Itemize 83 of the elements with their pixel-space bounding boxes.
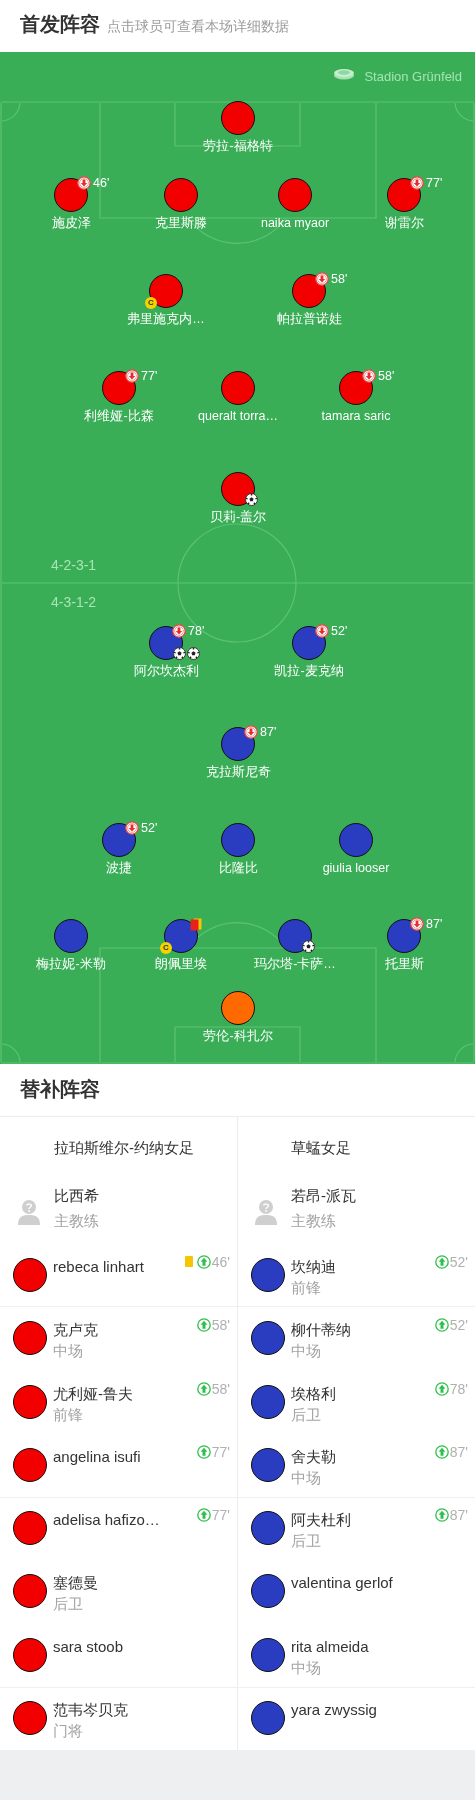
player-name: 克卢克 bbox=[53, 1320, 98, 1339]
stadium-name: Stadion Grünfeld bbox=[364, 69, 462, 85]
player-name: 施皮泽 bbox=[51, 215, 91, 231]
player-name: 阿夫杜利 bbox=[291, 1510, 351, 1529]
formation-label: 4-2-3-1 bbox=[51, 556, 97, 574]
substitution-time: 77' bbox=[211, 1506, 230, 1523]
substitution-time: 52' bbox=[141, 820, 158, 836]
player-name: 舍夫勒 bbox=[291, 1447, 336, 1466]
player-name: 柳什蒂纳 bbox=[291, 1320, 351, 1339]
player-name: sara stoob bbox=[53, 1637, 124, 1656]
substitution-time: 58' bbox=[211, 1316, 230, 1333]
coach-role: 主教练 bbox=[291, 1212, 336, 1230]
subtitle: 点击球员可查看本场详细数据 bbox=[107, 18, 289, 36]
substitution-time: 87' bbox=[426, 916, 443, 932]
player-name: 谢雷尔 bbox=[384, 215, 424, 231]
substitution-time: 58' bbox=[378, 368, 395, 384]
substitution-time: 52' bbox=[331, 623, 348, 639]
player-name: yara zwyssig bbox=[291, 1700, 377, 1719]
substitution-time: 87' bbox=[449, 1443, 468, 1460]
player-name: 玛尔塔-卡萨… bbox=[254, 956, 336, 972]
player-position: 中场 bbox=[291, 1341, 321, 1360]
coach-name: 若昂-派瓦 bbox=[291, 1187, 356, 1205]
player-name: queralt torra… bbox=[198, 408, 278, 424]
player-name: tamara saric bbox=[321, 408, 391, 424]
player-position: 中场 bbox=[53, 1341, 83, 1360]
player-name: 阿尔坎杰利 bbox=[133, 663, 199, 679]
player-name: angelina isufi bbox=[53, 1447, 141, 1466]
captain-badge: C bbox=[160, 942, 172, 954]
player-name: 波捷 bbox=[106, 860, 132, 876]
substitution-time: 87' bbox=[449, 1506, 468, 1523]
player-position: 门将 bbox=[53, 1721, 83, 1740]
player-position: 后卫 bbox=[291, 1405, 321, 1424]
player-name: 劳伦-科扎尔 bbox=[203, 1028, 273, 1044]
substitution-time: 78' bbox=[449, 1380, 468, 1397]
football-pitch bbox=[0, 52, 475, 1064]
substitution-time: 46' bbox=[93, 175, 110, 191]
player-name: 帕拉普诺娃 bbox=[276, 311, 342, 327]
substitution-time: 58' bbox=[211, 1380, 230, 1397]
player-name: 凯拉-麦克纳 bbox=[274, 663, 344, 679]
player-name: 范韦岑贝克 bbox=[53, 1700, 128, 1719]
substitution-time: 52' bbox=[449, 1316, 468, 1333]
team-name: 拉珀斯维尔-约纳女足 bbox=[54, 1139, 194, 1157]
substitution-time: 77' bbox=[211, 1443, 230, 1460]
player-name: 朗佩里埃 bbox=[155, 956, 207, 972]
substitution-time: 87' bbox=[260, 724, 277, 740]
player-name: 托里斯 bbox=[384, 956, 424, 972]
player-position: 后卫 bbox=[53, 1594, 83, 1613]
substitution-time: 78' bbox=[188, 623, 205, 639]
section-title: 替补阵容 bbox=[20, 1077, 100, 1102]
player-name: valentina gerlof bbox=[291, 1573, 393, 1592]
player-name: 梅拉妮-米勒 bbox=[36, 956, 106, 972]
player-name: rita almeida bbox=[291, 1637, 369, 1656]
player-name: rebeca linhart bbox=[53, 1257, 144, 1276]
section-title: 首发阵容 bbox=[20, 12, 100, 37]
player-position: 中场 bbox=[291, 1468, 321, 1487]
player-name: 弗里施克内… bbox=[127, 311, 205, 327]
player-name: 比隆比 bbox=[218, 860, 258, 876]
player-name: 尤利娅-鲁夫 bbox=[53, 1384, 133, 1403]
player-name: 贝莉-盖尔 bbox=[209, 509, 267, 525]
substitution-time: 77' bbox=[141, 368, 158, 384]
player-name: naika myaor bbox=[260, 215, 330, 231]
player-name: 坎纳迪 bbox=[291, 1257, 336, 1276]
player-name: 利维娅-比森 bbox=[84, 408, 154, 424]
substitution-time: 77' bbox=[426, 175, 443, 191]
coach-role: 主教练 bbox=[54, 1212, 99, 1230]
player-name: 劳拉-福格特 bbox=[203, 138, 273, 154]
player-name: 塞德曼 bbox=[53, 1573, 98, 1592]
substitution-time: 52' bbox=[449, 1253, 468, 1270]
player-position: 前锋 bbox=[291, 1278, 321, 1297]
player-name: 埃格利 bbox=[291, 1384, 336, 1403]
captain-badge: C bbox=[145, 297, 157, 309]
player-name: adelisa hafizo… bbox=[53, 1510, 160, 1529]
substitution-time: 58' bbox=[331, 271, 348, 287]
player-position: 前锋 bbox=[53, 1405, 83, 1424]
player-position: 中场 bbox=[291, 1658, 321, 1677]
substitution-time: 46' bbox=[211, 1253, 230, 1270]
coach-name: 比西希 bbox=[54, 1187, 99, 1205]
player-name: 克里斯滕 bbox=[155, 215, 207, 231]
team-name: 草蜢女足 bbox=[291, 1139, 351, 1157]
player-name: 克拉斯尼奇 bbox=[205, 764, 271, 780]
formation-label: 4-3-1-2 bbox=[51, 593, 97, 611]
player-position: 后卫 bbox=[291, 1531, 321, 1550]
player-name: giulia looser bbox=[322, 860, 390, 876]
